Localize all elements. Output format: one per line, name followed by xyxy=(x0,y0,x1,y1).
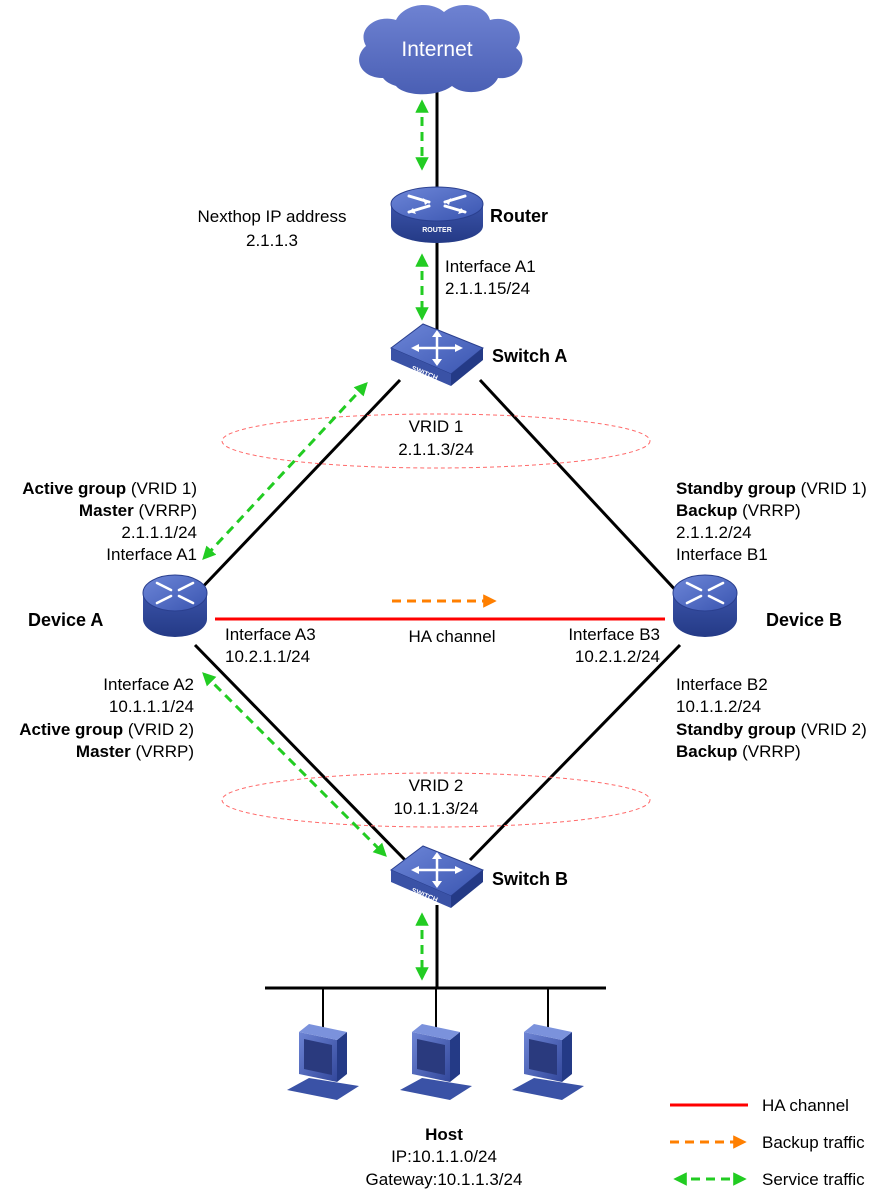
device-b-vrid2-group-rest: (VRID 2) xyxy=(796,720,867,739)
device-b-vrid2-role-rest: (VRRP) xyxy=(737,742,800,761)
device-a-name: Device A xyxy=(28,610,103,630)
host-pc-3-icon xyxy=(512,1024,584,1100)
device-b-vrid1-group-bold: Standby group xyxy=(676,479,796,498)
device-a-vrid1-group-rest: (VRID 1) xyxy=(126,479,197,498)
device-a-vrid1-role-rest: (VRRP) xyxy=(134,501,197,520)
vrid2-ip: 10.1.1.3/24 xyxy=(393,799,478,818)
device-b-vrid1-ip: 2.1.1.2/24 xyxy=(676,523,752,542)
router-interface-ip: 2.1.1.15/24 xyxy=(445,279,530,298)
device-a-interface-a3: Interface A3 xyxy=(225,625,316,644)
internet-label: Internet xyxy=(401,38,472,61)
device-b-interface-b2-ip: 10.1.1.2/24 xyxy=(676,697,761,716)
host-pc-2-icon xyxy=(400,1024,472,1100)
host-ip: IP:10.1.1.0/24 xyxy=(391,1147,497,1166)
device-a-icon xyxy=(142,574,208,637)
legend-backup-traffic-label: Backup traffic xyxy=(762,1133,865,1152)
device-a-vrid2-group-rest: (VRID 2) xyxy=(123,720,194,739)
device-a-vrid2-group-bold: Active group xyxy=(19,720,123,739)
switch-a-name: Switch A xyxy=(492,346,567,366)
router-name: Router xyxy=(490,206,548,226)
device-b-vrid1-role-rest: (VRRP) xyxy=(737,501,800,520)
device-a-interface-a1: Interface A1 xyxy=(106,545,197,564)
vrid2-name: VRID 2 xyxy=(409,776,464,795)
host-gateway: Gateway:10.1.1.3/24 xyxy=(366,1170,523,1189)
device-a-vrid1-role-bold: Master xyxy=(79,501,134,520)
device-b-interface-b3-ip: 10.2.1.2/24 xyxy=(575,647,660,666)
device-a-vrid2-role-rest: (VRRP) xyxy=(131,742,194,761)
internet-cloud-icon: Internet xyxy=(359,5,523,95)
device-a-vrid1-ip: 2.1.1.1/24 xyxy=(121,523,197,542)
link-switch-a-device-a xyxy=(193,378,402,597)
device-b-interface-b3: Interface B3 xyxy=(568,625,660,644)
router-nexthop-ip: 2.1.1.3 xyxy=(246,231,298,250)
device-a-vrid2-role-bold: Master xyxy=(76,742,131,761)
device-a-vrid1-group: Active group (VRID 1) xyxy=(22,479,197,498)
device-a-vrid1-role: Master (VRRP) xyxy=(79,501,197,520)
device-b-vrid2-role: Backup (VRRP) xyxy=(676,742,801,761)
host-title: Host xyxy=(425,1125,463,1144)
device-b-icon xyxy=(672,574,738,637)
device-a-interface-a2: Interface A2 xyxy=(103,675,194,694)
link-device-b-switch-b xyxy=(468,643,682,862)
vrid1-name: VRID 1 xyxy=(409,417,464,436)
device-b-vrid2-role-bold: Backup xyxy=(676,742,737,761)
device-b-interface-b2: Interface B2 xyxy=(676,675,768,694)
router-interface: Interface A1 xyxy=(445,257,536,276)
legend: HA channel Backup traffic Service traffi… xyxy=(670,1096,865,1189)
device-b-vrid1-role: Backup (VRRP) xyxy=(676,501,801,520)
legend-ha-channel-label: HA channel xyxy=(762,1096,849,1115)
device-a-vrid1-group-bold: Active group xyxy=(22,479,126,498)
link-switch-a-device-b xyxy=(478,378,682,597)
link-device-a-switch-b xyxy=(193,643,407,862)
device-b-vrid1-role-bold: Backup xyxy=(676,501,737,520)
switch-b-icon: SWITCH xyxy=(390,845,484,908)
device-b-vrid1-group: Standby group (VRID 1) xyxy=(676,479,867,498)
device-a-interface-a2-ip: 10.1.1.1/24 xyxy=(109,697,194,716)
device-a-vrid2-role: Master (VRRP) xyxy=(76,742,194,761)
device-b-name: Device B xyxy=(766,610,842,630)
vrid1-ip: 2.1.1.3/24 xyxy=(398,440,474,459)
switch-a-icon: SWITCH xyxy=(390,323,484,386)
router-icon: ROUTER xyxy=(390,186,484,243)
host-pc-1-icon xyxy=(287,1024,359,1100)
device-a-interface-a3-ip: 10.2.1.1/24 xyxy=(225,647,310,666)
traffic-arrows xyxy=(202,99,497,981)
device-b-vrid2-group-bold: Standby group xyxy=(676,720,796,739)
legend-service-traffic-label: Service traffic xyxy=(762,1170,865,1189)
device-b-interface-b1: Interface B1 xyxy=(676,545,768,564)
service-arrow-switch-a-device-a xyxy=(202,382,368,560)
service-arrow-device-a-switch-b xyxy=(202,672,387,857)
device-b-vrid2-group: Standby group (VRID 2) xyxy=(676,720,867,739)
router-badge: ROUTER xyxy=(422,227,452,234)
device-a-vrid2-group: Active group (VRID 2) xyxy=(19,720,194,739)
ha-channel-label: HA channel xyxy=(409,627,496,646)
device-b-vrid1-group-rest: (VRID 1) xyxy=(796,479,867,498)
switch-b-name: Switch B xyxy=(492,869,568,889)
router-nexthop-label: Nexthop IP address xyxy=(198,207,347,226)
